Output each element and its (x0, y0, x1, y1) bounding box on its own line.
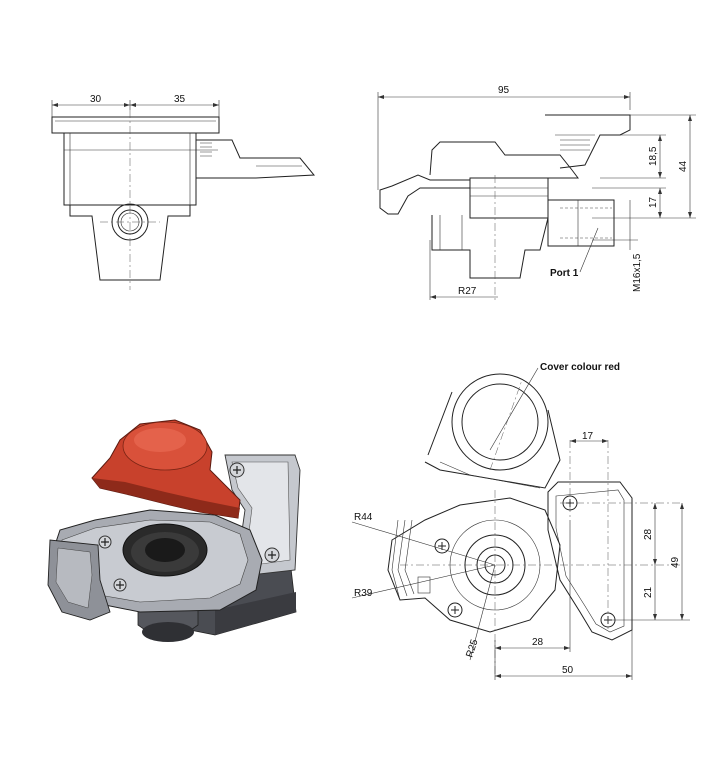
dim-35: 35 (174, 94, 186, 105)
screw-icon (447, 602, 463, 618)
side-view: 95 44 18,5 17 M16x1,5 (377, 85, 696, 300)
port-1-label: Port 1 (550, 268, 579, 279)
screw-icon (264, 547, 280, 563)
dim-17: 17 (648, 196, 659, 208)
dim-r44: R44 (354, 512, 373, 523)
front-view: 30 35 (51, 94, 316, 290)
dim-95: 95 (498, 85, 510, 96)
dim-30: 30 (90, 94, 102, 105)
dim-21: 21 (643, 586, 654, 598)
dim-r25: R25 (464, 638, 480, 659)
dim-r39: R39 (354, 588, 373, 599)
dim-r27: R27 (458, 286, 477, 297)
dim-17-top: 17 (582, 431, 594, 442)
screw-icon (434, 538, 450, 554)
screw-icon (113, 578, 127, 592)
dim-28-horiz: 28 (532, 637, 544, 648)
dim-28-vert: 28 (643, 528, 654, 540)
screw-icon (229, 462, 245, 478)
screw-icon (98, 535, 112, 549)
dim-m16: M16x1,5 (632, 253, 643, 292)
dim-49: 49 (670, 556, 681, 568)
dim-44: 44 (678, 160, 689, 172)
cover-note: Cover colour red (540, 362, 620, 373)
isometric-view (47, 419, 301, 642)
dim-50: 50 (562, 665, 574, 676)
top-view: Cover colour red (351, 362, 690, 680)
dim-18-5: 18,5 (648, 146, 659, 166)
